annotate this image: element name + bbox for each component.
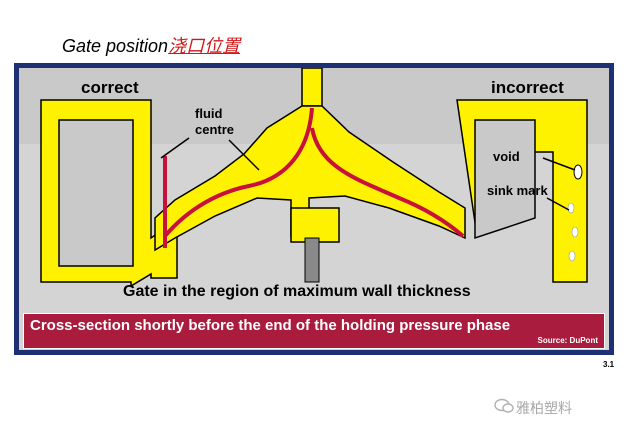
label-correct: correct	[81, 78, 139, 97]
fluid-core-main	[163, 107, 314, 238]
sprue-bottom	[290, 207, 340, 243]
title-cn: 浇口位置	[168, 36, 241, 56]
cross-section-diagram	[19, 68, 609, 350]
left-part-cavity	[58, 119, 134, 267]
label-sink-mark: sink mark	[487, 183, 548, 198]
title-en: Gate position	[62, 36, 169, 56]
ejector-pin	[304, 237, 320, 283]
label-fluid-line1: fluid	[195, 106, 223, 121]
void-bubble	[573, 164, 583, 180]
wechat-icon	[494, 398, 514, 413]
sink-bubble	[571, 226, 579, 238]
sprue-top	[301, 68, 323, 107]
right-part-cavity	[474, 119, 536, 240]
label-fluid-line2: centre	[195, 122, 235, 137]
watermark: 雅柏塑料	[516, 400, 572, 416]
sink-leader	[546, 197, 570, 211]
gate-caption: Gate in the region of maximum wall thick…	[123, 283, 471, 300]
banner-source: Source: DuPont	[537, 336, 598, 345]
page-number: 3.1	[603, 360, 615, 369]
fluid-leader	[228, 139, 260, 171]
banner-text: Cross-section shortly before the end of …	[30, 317, 511, 334]
sink-bubble	[567, 202, 575, 214]
sink-bubble	[568, 250, 576, 262]
caption-banner: Cross-section shortly before the end of …	[23, 313, 605, 349]
void-leader	[542, 157, 576, 171]
slide-title: Gate position浇口位置	[62, 32, 240, 58]
label-void: void	[493, 149, 520, 164]
fluid-core-right	[310, 127, 465, 238]
fluid-leader	[160, 137, 190, 159]
label-incorrect: incorrect	[491, 78, 564, 97]
